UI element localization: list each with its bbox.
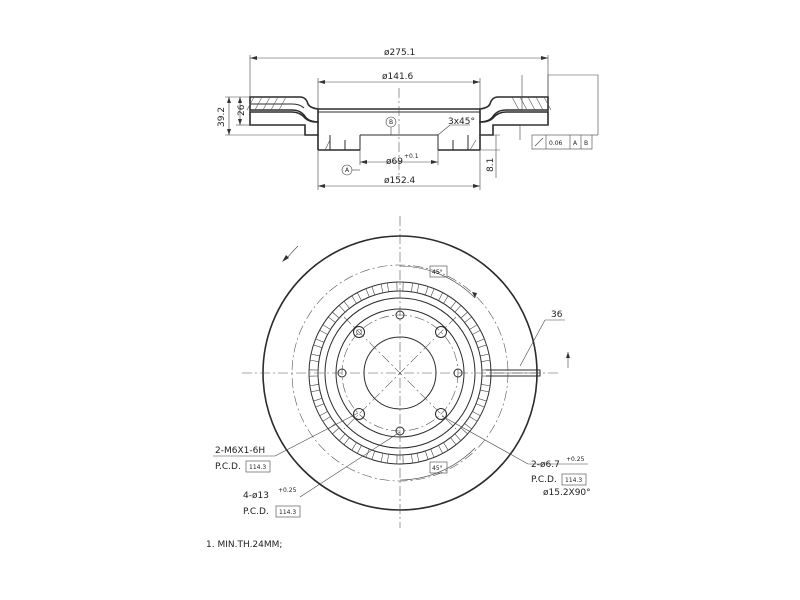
vane-slot (450, 300, 462, 313)
thread-callout: 2-M6X1-6H P.C.D. 114.3 (213, 412, 359, 473)
pin-hole-tol: +0.25 (566, 456, 585, 463)
vane-slot (351, 442, 362, 454)
vane-slot (319, 324, 331, 335)
pin-hole-callout: 2-ø6.7 +0.25 P.C.D. 114.3 ø15.2X90° (441, 415, 591, 498)
chamfer-text: 3x45° (448, 117, 475, 127)
vane-slot (424, 448, 435, 460)
vane-slot (411, 452, 420, 464)
rotation-arrowhead (282, 255, 289, 262)
vane-slot (438, 442, 449, 454)
vane-slot (327, 423, 340, 435)
dim-hat-diameter-text: ø141.6 (382, 72, 414, 82)
vane-slot (327, 311, 340, 323)
vane-slot (475, 338, 487, 349)
datum-b-text: B (389, 119, 393, 126)
vane-slot (469, 411, 481, 422)
vane-slot (351, 292, 362, 304)
rotation-arrow (286, 245, 299, 259)
vane-slot (450, 433, 462, 446)
angle-bottom: 45° (399, 447, 476, 481)
cooling-vanes (308, 281, 492, 465)
vane-slot (380, 452, 389, 464)
datum-a-text: A (345, 167, 350, 174)
vane-slot (396, 454, 404, 465)
dim-center-bore-text: ø69 (386, 157, 403, 167)
pin-pcd-label: P.C.D. (531, 475, 557, 485)
stud-hole-callout-text: 4-ø13 (243, 491, 269, 501)
vane-slot (475, 397, 487, 408)
vane-detail: 36 (486, 310, 570, 377)
dim-heights-left: 39.2 26 (217, 96, 305, 136)
vane-slot (365, 448, 376, 460)
gdt-ref-a-text: A (573, 140, 578, 147)
thread-callout-text: 2-M6X1-6H (215, 446, 265, 456)
countersink-text: ø15.2X90° (543, 488, 591, 498)
vane-slot (309, 353, 321, 362)
section-view: ø275.1 ø141.6 ø152.4 ø69 +0.1 (217, 48, 599, 190)
pin-pcd-value: 114.3 (565, 477, 582, 484)
vane-slot (308, 369, 319, 377)
datum-b: B (385, 116, 397, 135)
stud-hole-tol: +0.25 (278, 487, 297, 494)
dim-center-bore-tol: +0.1 (404, 153, 419, 160)
stud-hole-inner (356, 329, 362, 335)
vane-slot (309, 384, 321, 393)
angle-top: 45° (399, 265, 477, 299)
thread-pcd-value: 114.3 (249, 464, 266, 471)
pin-hole-callout-text: 2-ø6.7 (531, 460, 560, 470)
gdt-value-text: 0.06 (549, 140, 563, 147)
vane-label-text: 36 (551, 310, 563, 320)
stud-hole (435, 326, 447, 338)
datum-a: A (341, 164, 360, 176)
dim-center-bore: ø69 +0.1 (359, 150, 439, 167)
dim-hat-height: 8.1 (480, 134, 500, 178)
note-min-thickness: 1. MIN.TH.24MM; (206, 540, 282, 550)
stud-hole (353, 408, 365, 420)
gdt-ref-b-text: B (584, 140, 588, 147)
vane-slot (365, 286, 376, 298)
vane-slot (396, 281, 404, 292)
dim-hat-height-text: 8.1 (486, 158, 496, 172)
dim-outer-diameter-text: ø275.1 (384, 48, 415, 58)
stud-hole (353, 326, 365, 338)
vane-slot (438, 292, 449, 304)
vane-slot (319, 411, 331, 422)
vane-slot (460, 423, 473, 435)
vane-slot (313, 397, 325, 408)
stud-hole (435, 408, 447, 420)
stud-pcd-label: P.C.D. (243, 507, 269, 517)
dim-bolt-circle-text: ø152.4 (384, 176, 416, 186)
plan-diagonal-centerline-2 (343, 316, 457, 430)
dim-total-height-text: 39.2 (217, 107, 227, 127)
stud-hole-callout: 4-ø13 +0.25 P.C.D. 114.3 (243, 431, 401, 518)
vane-slot (469, 324, 481, 335)
vane-slot (424, 286, 435, 298)
vane-slot (338, 433, 350, 446)
vane-slot (411, 282, 420, 294)
stud-pcd-value: 114.3 (279, 509, 296, 516)
vane-slot (479, 384, 491, 393)
angle-top-text: 45° (432, 269, 443, 276)
vane-slot (380, 282, 389, 294)
dim-rotor-thickness-text: 26 (237, 104, 247, 116)
dim-hat-diameter: ø141.6 (317, 72, 481, 109)
chamfer-label: 3x45° (437, 117, 475, 136)
thread-pcd-label: P.C.D. (215, 462, 241, 472)
vane-slot (313, 338, 325, 349)
gdt-frame: 0.06 A B (519, 74, 599, 150)
angle-bottom-text: 45° (432, 465, 443, 472)
plan-view: 36 45° 45° 2-M6X1-6H P.C.D. 114.3 (213, 216, 591, 528)
vane-slot (479, 353, 491, 362)
vane-slot (338, 300, 350, 313)
vane-slot (460, 311, 473, 323)
section-rotor-left (246, 96, 319, 136)
section-rotor-right (479, 96, 552, 136)
dim-bolt-circle: ø152.4 (317, 150, 481, 190)
